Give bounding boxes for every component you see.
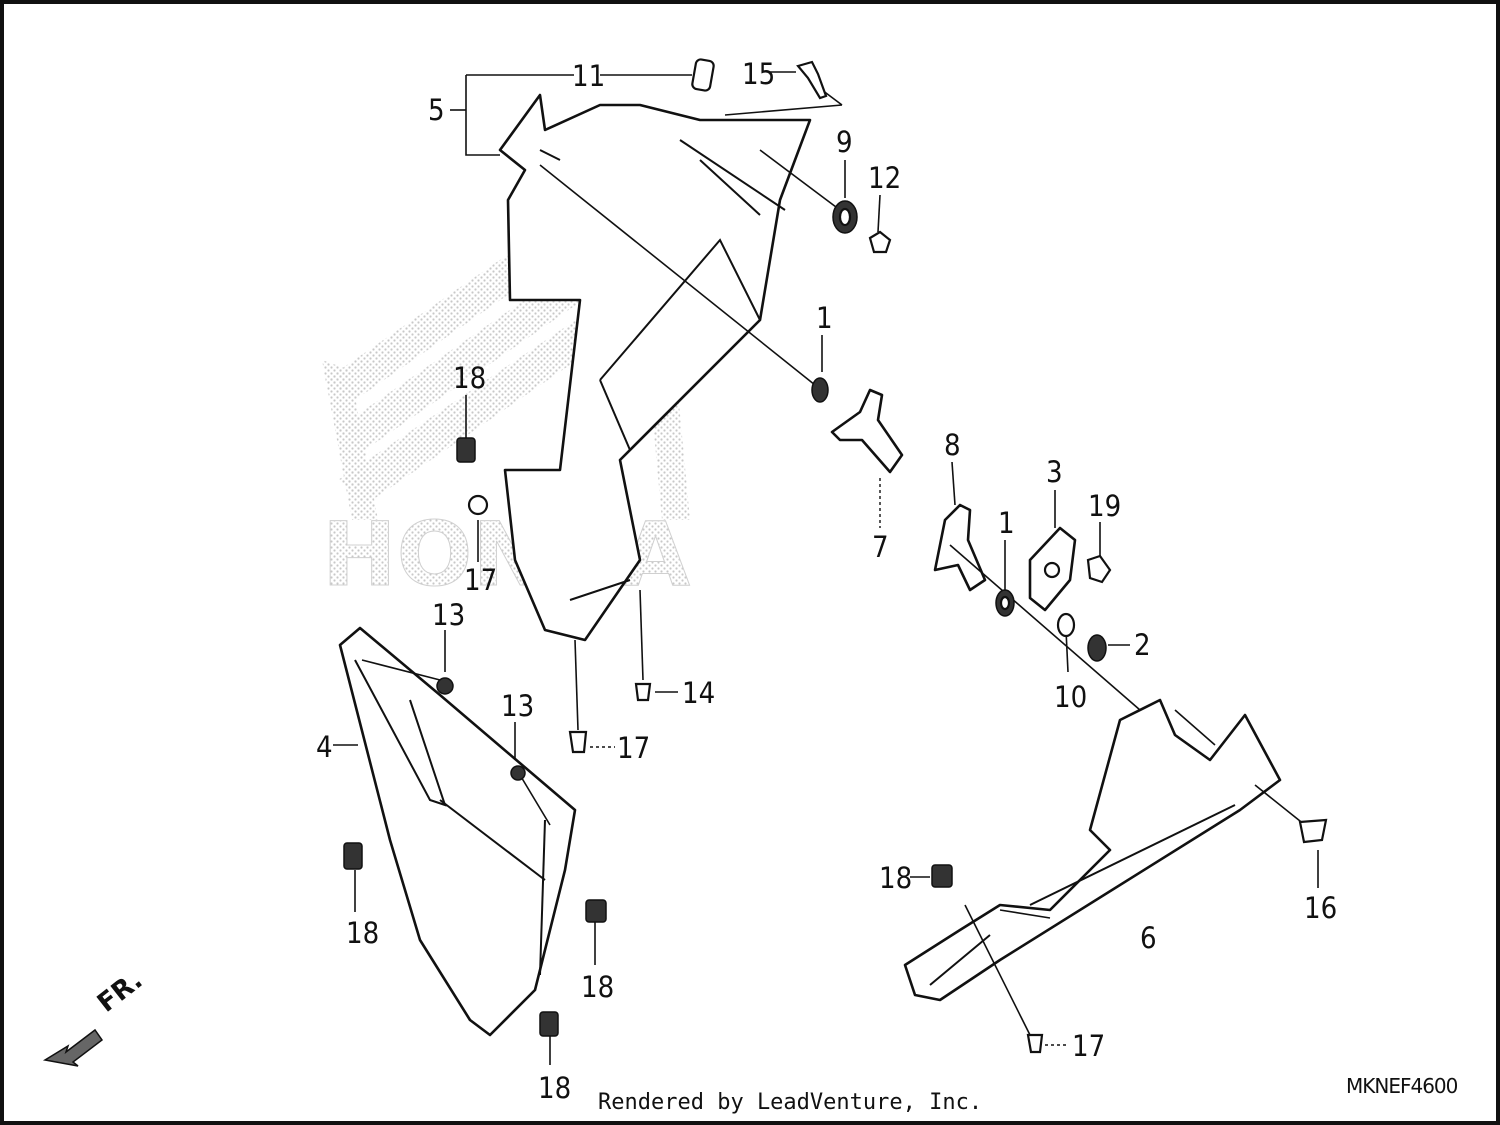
clip-18-upper [456,437,476,463]
callout-18-mid: 18 [581,970,614,1004]
washer-10 [1056,612,1076,638]
nut-13-upper [436,677,454,695]
clip-18-left [343,842,363,870]
plate-part-3[interactable] [1028,526,1077,612]
callout-6: 6 [1140,921,1157,955]
hardware [343,58,1328,1054]
clip-18-bottom [539,1011,559,1037]
callout-16: 16 [1304,891,1337,925]
callout-17-mid: 17 [617,731,650,765]
screw-14 [634,682,652,702]
callout-5: 5 [428,93,445,127]
callout-11: 11 [572,59,605,93]
callout-8: 8 [944,428,961,462]
callout-1-lower: 1 [998,506,1015,540]
nut-13-lower [510,765,526,781]
leader-lines [333,71,1319,1065]
grommet-1-lower-inner [999,595,1011,611]
clip-18-right [931,864,953,888]
callout-7: 7 [872,530,889,564]
callout-19: 19 [1088,489,1121,523]
callout-17-upper: 17 [464,563,497,597]
bracket-part-7[interactable] [830,388,904,474]
lower-cowl-part-6[interactable] [903,698,1282,1002]
callout-15: 15 [742,57,775,91]
credit-text: Rendered by LeadVenture, Inc. [598,1090,983,1115]
nut-12 [868,230,892,254]
callout-17-right: 17 [1072,1029,1105,1063]
bolt-17-upper [467,494,489,516]
callout-14: 14 [682,676,715,710]
under-cowl-part-4[interactable] [338,626,577,1037]
callout-18-upper: 18 [453,361,486,395]
callout-1-upper: 1 [816,301,833,335]
screw-17-mid [568,730,588,754]
screw-15 [796,60,828,100]
diagram-code: MKNEF4600 [1346,1074,1458,1098]
callout-3: 3 [1046,455,1063,489]
callout-18-right: 18 [879,861,912,895]
callout-9: 9 [836,125,853,159]
callout-10: 10 [1054,680,1087,714]
bracket-part-8[interactable] [933,503,987,592]
grommet-2 [1087,634,1107,662]
clip-18-mid [585,899,607,923]
callout-18-left: 18 [346,916,379,950]
callout-12: 12 [868,161,901,195]
callout-2: 2 [1134,628,1151,662]
bolt-19 [1086,554,1112,584]
callout-labels: 11 15 5 9 12 1 18 17 13 14 4 13 17 18 18… [316,57,1337,1105]
callout-18-bottom: 18 [538,1071,571,1105]
front-arrow-icon [42,1028,104,1067]
screw-16 [1298,818,1328,844]
callout-4: 4 [316,730,333,764]
collar-11 [691,58,715,92]
callout-13-lower: 13 [501,689,534,723]
grommet-1-upper [811,377,829,403]
callout-13-upper: 13 [432,598,465,632]
grommet-9-inner [838,207,852,227]
screw-17-right [1026,1033,1044,1054]
middle-cowl-part-5[interactable] [498,93,812,642]
